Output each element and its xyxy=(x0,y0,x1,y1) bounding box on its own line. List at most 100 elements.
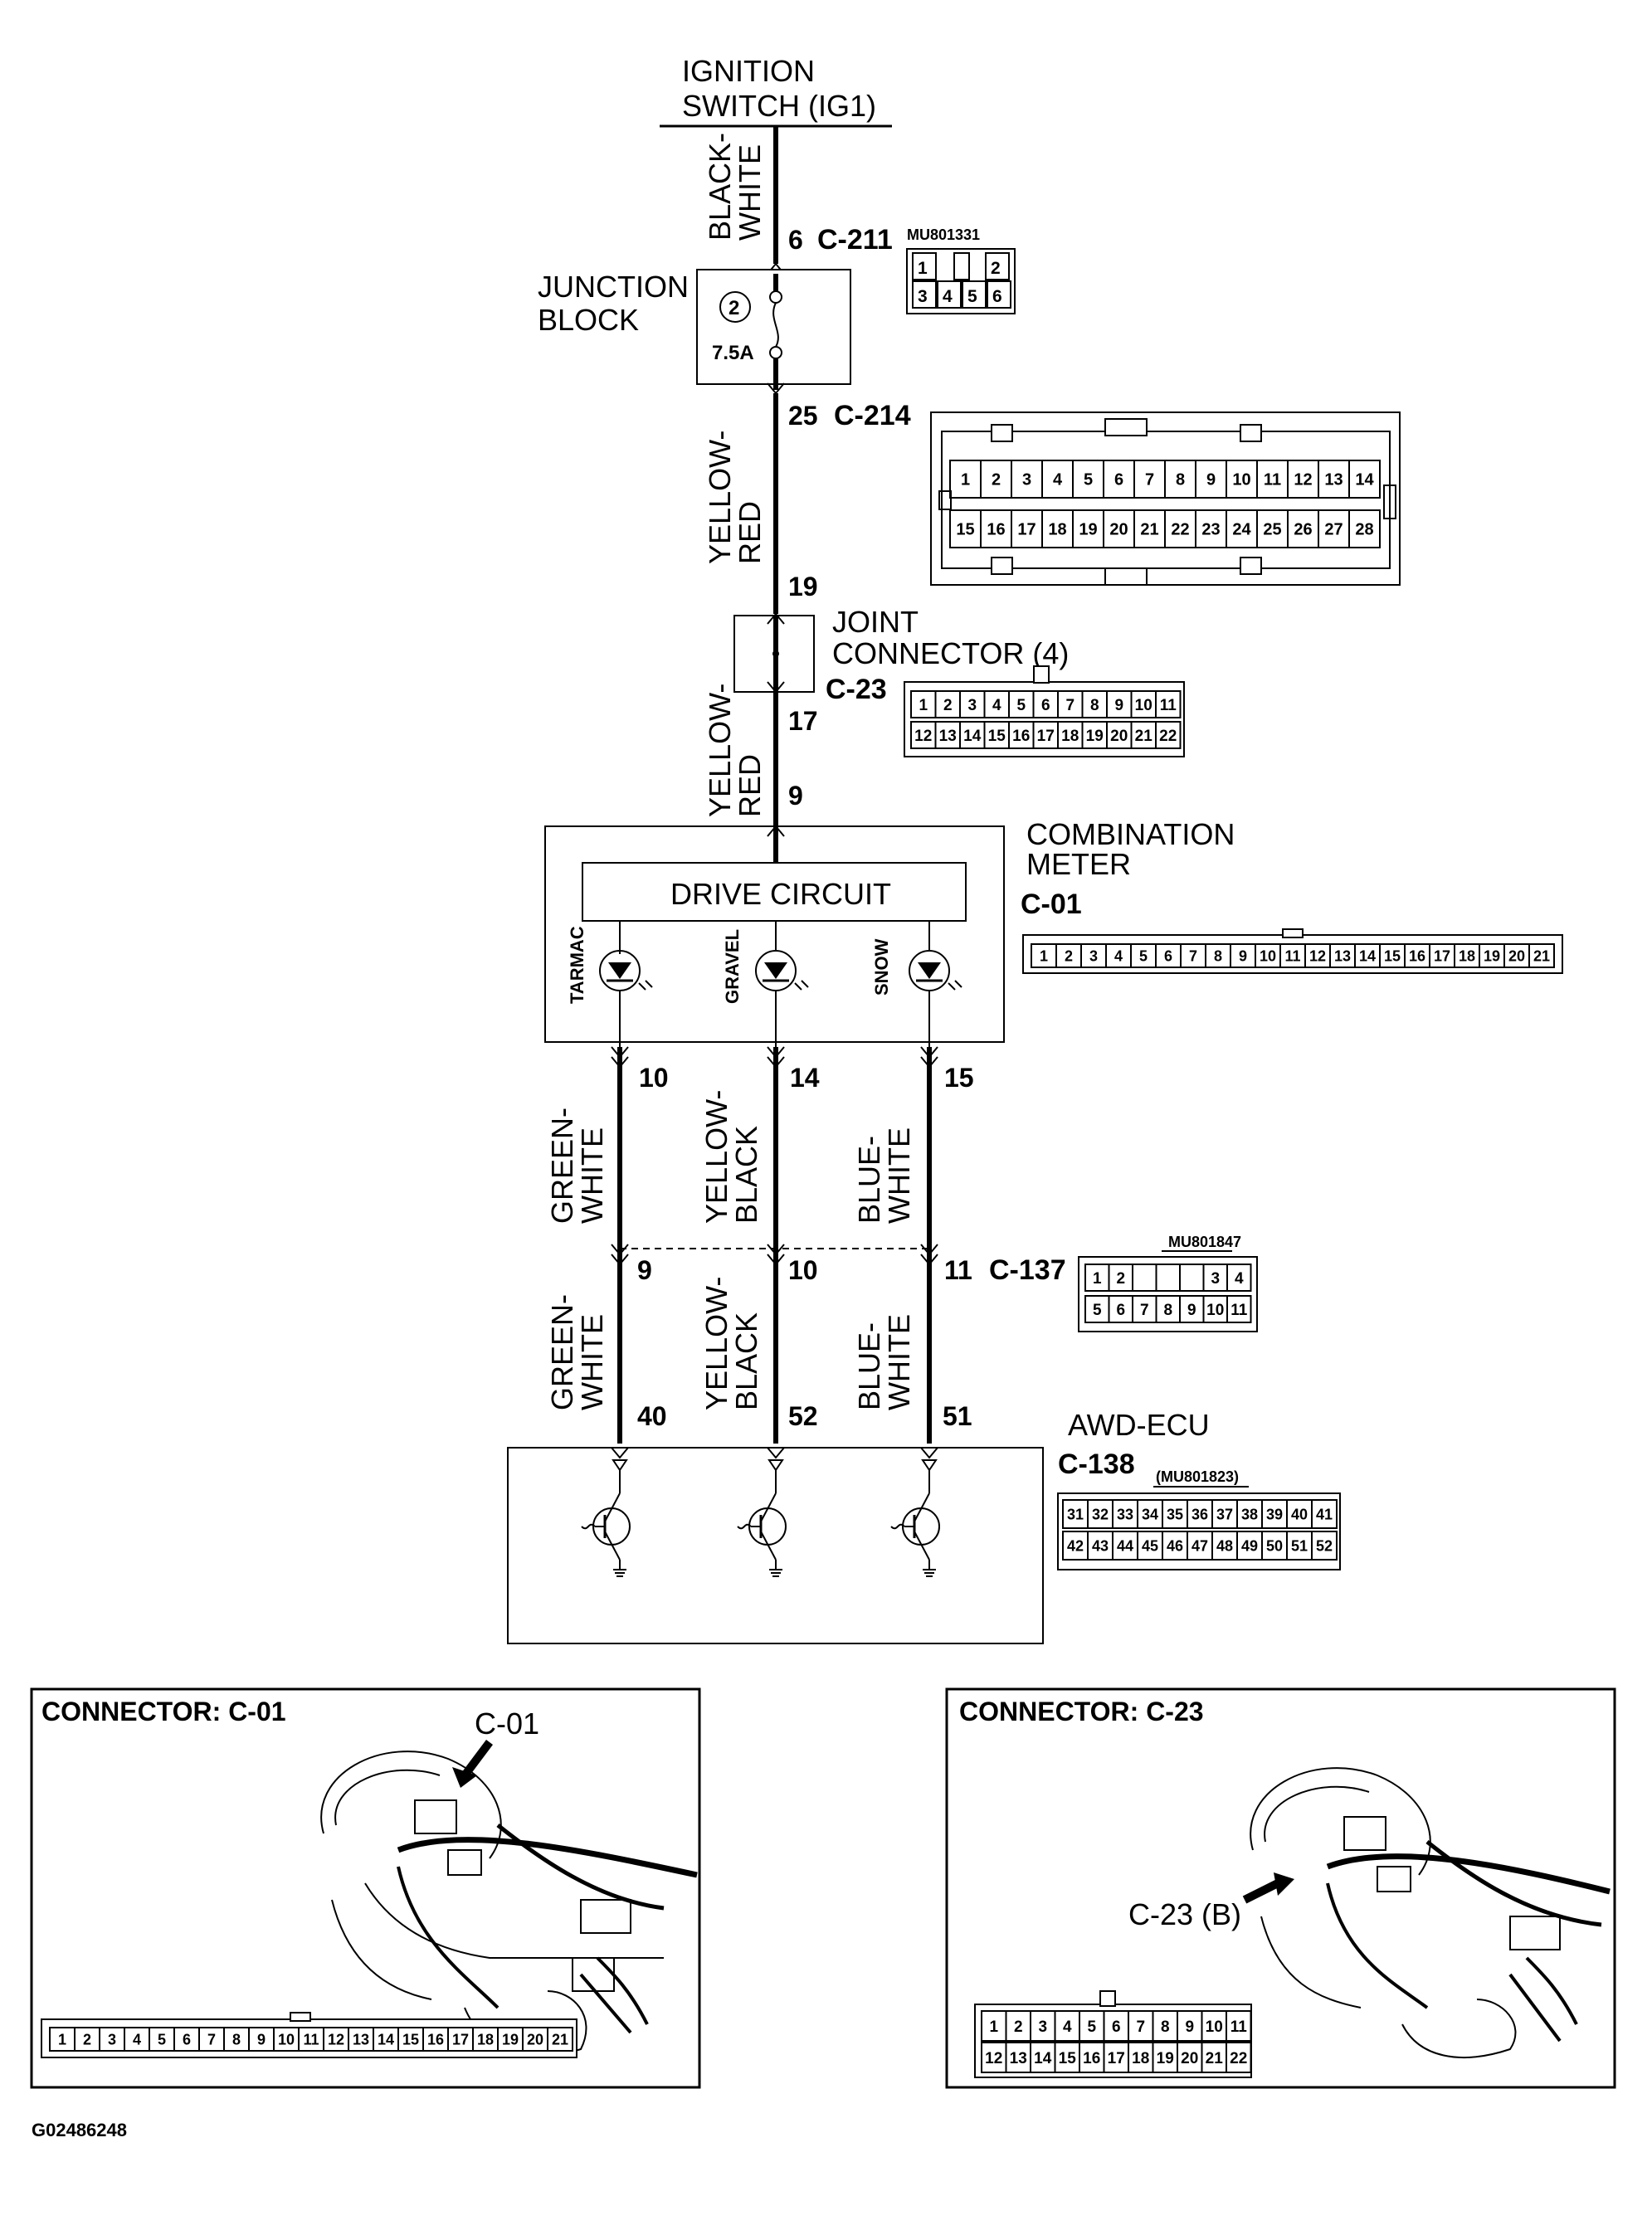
c01-locator-pin-label: 18 xyxy=(477,2031,494,2048)
c01-pin-label: 5 xyxy=(1139,947,1148,964)
transistor-icon xyxy=(581,1459,631,1577)
connector-name-c214: C-214 xyxy=(834,400,911,431)
pin-joint-bottom: 17 xyxy=(788,706,818,736)
c214-cell xyxy=(1348,509,1381,548)
pin-meter-in: 9 xyxy=(788,781,803,811)
c214-pin-label: 5 xyxy=(1084,471,1093,489)
c214-pin-label: 19 xyxy=(1079,521,1097,539)
pin-ecu-green: 40 xyxy=(637,1401,667,1431)
c01-pin-label: 7 xyxy=(1189,947,1197,964)
c137-pin-label: 7 xyxy=(1140,1302,1149,1319)
c23-pin-label: 21 xyxy=(1135,728,1153,745)
wire-label-yellow-red-upper-1: YELLOW- xyxy=(703,431,737,564)
c23-pin-label: 5 xyxy=(1016,697,1026,714)
c23-locator-pin-label: 2 xyxy=(1014,2018,1023,2036)
c138-pin-label: 43 xyxy=(1092,1537,1109,1554)
c23-locator-pin-label: 1 xyxy=(989,2018,998,2036)
pin-meter-green: 10 xyxy=(639,1063,669,1093)
pin-c211: 6 xyxy=(788,225,803,255)
output-wires xyxy=(611,1046,938,1444)
dashboard-illustration xyxy=(1242,1767,1611,2058)
c01-pin-label: 19 xyxy=(1484,947,1500,964)
c23-locator-pin-label: 8 xyxy=(1161,2018,1170,2036)
c23-locator-pin-label: 17 xyxy=(1108,2050,1125,2067)
c01-pin-label: 3 xyxy=(1089,947,1098,964)
c01-pin-label: 2 xyxy=(1065,947,1073,964)
c23-pin-label: 1 xyxy=(919,697,928,714)
c214-cell xyxy=(1348,460,1381,499)
c138-pin-label: 32 xyxy=(1092,1506,1109,1522)
combination-meter-line1: COMBINATION xyxy=(1026,817,1235,851)
c23-locator-pin-label: 11 xyxy=(1230,2018,1248,2036)
c137-cell xyxy=(1226,1264,1252,1292)
fuse-number-circle xyxy=(719,291,751,323)
awd-ecu-label: AWD-ECU xyxy=(1068,1408,1210,1442)
c01-locator-pin-label: 6 xyxy=(183,2031,191,2048)
c211-pin: 6 xyxy=(992,287,1002,306)
lamp-label-snow: SNOW xyxy=(871,938,892,996)
c01-pin-label: 4 xyxy=(1114,947,1123,964)
figure-code: G02486248 xyxy=(32,2120,127,2140)
c214-pin-label: 24 xyxy=(1232,521,1251,539)
c137-pin-label: 3 xyxy=(1211,1270,1220,1288)
c23-pin-label: 17 xyxy=(1037,728,1055,745)
pin-c137-yellow: 10 xyxy=(788,1255,818,1285)
c01-pin-label: 17 xyxy=(1434,947,1450,964)
pin-c214: 25 xyxy=(788,401,818,431)
c23-cell xyxy=(1155,721,1182,749)
c211-pin: 2 xyxy=(991,259,1001,278)
c137-cell xyxy=(1226,1295,1252,1323)
c23-locator-pin-label: 16 xyxy=(1083,2050,1100,2067)
wire-label-yellow-black-upper-2: BLACK xyxy=(729,1126,763,1224)
c23-pin-label: 7 xyxy=(1065,697,1075,714)
c23-locator-pin-label: 5 xyxy=(1087,2018,1096,2036)
connector-name-c137: C-137 xyxy=(989,1254,1066,1286)
c01-pin-label: 15 xyxy=(1384,947,1401,964)
fuse-number: 2 xyxy=(729,297,739,319)
c01-pin-label: 10 xyxy=(1260,947,1276,964)
c214-pin-label: 28 xyxy=(1355,521,1373,539)
c23-pin-label: 2 xyxy=(943,697,953,714)
c137-pin-label: 6 xyxy=(1116,1302,1125,1319)
c23-pin-label: 10 xyxy=(1135,697,1153,714)
c211-pin: 3 xyxy=(918,287,928,306)
c01-locator-pin-label: 5 xyxy=(158,2031,166,2048)
drive-circuit-box xyxy=(582,862,967,922)
c138-pin-label: 41 xyxy=(1316,1506,1333,1522)
c214-pin-label: 17 xyxy=(1017,521,1036,539)
power-source-line2: SWITCH (IG1) xyxy=(682,89,876,123)
c214-pin-label: 12 xyxy=(1294,471,1312,489)
c138-pin-label: 35 xyxy=(1167,1506,1183,1522)
c138-pin-label: 34 xyxy=(1142,1506,1158,1522)
wire-label-black-white-2: WHITE xyxy=(733,144,767,241)
c214-pin-label: 7 xyxy=(1145,471,1154,489)
c137-pin-label: 9 xyxy=(1187,1302,1196,1319)
wire-label-yellow-black-upper-1: YELLOW- xyxy=(699,1090,733,1224)
c214-pin-label: 8 xyxy=(1176,471,1185,489)
wire-label-yellow-black-lower-1: YELLOW- xyxy=(699,1277,733,1410)
c214-pin-label: 18 xyxy=(1048,521,1066,539)
c138-pin-label: 37 xyxy=(1216,1506,1233,1522)
c23-pin-label: 20 xyxy=(1110,728,1128,745)
c01-locator-pin-label: 8 xyxy=(232,2031,241,2048)
c23-pin-label: 6 xyxy=(1041,697,1050,714)
c23-locator-pin-label: 9 xyxy=(1185,2018,1194,2036)
c23-pin-label: 9 xyxy=(1114,697,1123,714)
led-tarmac xyxy=(599,921,653,1047)
c138-cell xyxy=(1311,1531,1338,1561)
c211-pin: 5 xyxy=(967,287,977,306)
connector-name-c211: C-211 xyxy=(817,224,893,256)
c01-locator-pin-label: 4 xyxy=(133,2031,141,2048)
c01-locator-pin-label: 12 xyxy=(328,2031,344,2048)
c137-pin-label: 4 xyxy=(1235,1270,1244,1288)
c01-pin-label: 8 xyxy=(1214,947,1222,964)
lamp-label-tarmac: TARMAC xyxy=(567,926,587,1004)
ecu-arrow-green xyxy=(611,1447,629,1459)
c23-locator-pin-label: 7 xyxy=(1136,2018,1145,2036)
c214-pin-label: 3 xyxy=(1022,471,1031,489)
c214-pin-label: 14 xyxy=(1355,471,1374,489)
